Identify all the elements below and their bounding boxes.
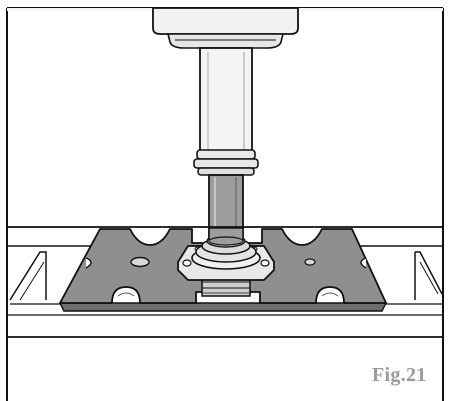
figure-label: Fig.21 (372, 364, 427, 386)
bed (7, 226, 443, 338)
bearing-housing (201, 275, 251, 297)
ram (193, 47, 259, 176)
press-head (7, 7, 443, 49)
flange (177, 227, 275, 281)
